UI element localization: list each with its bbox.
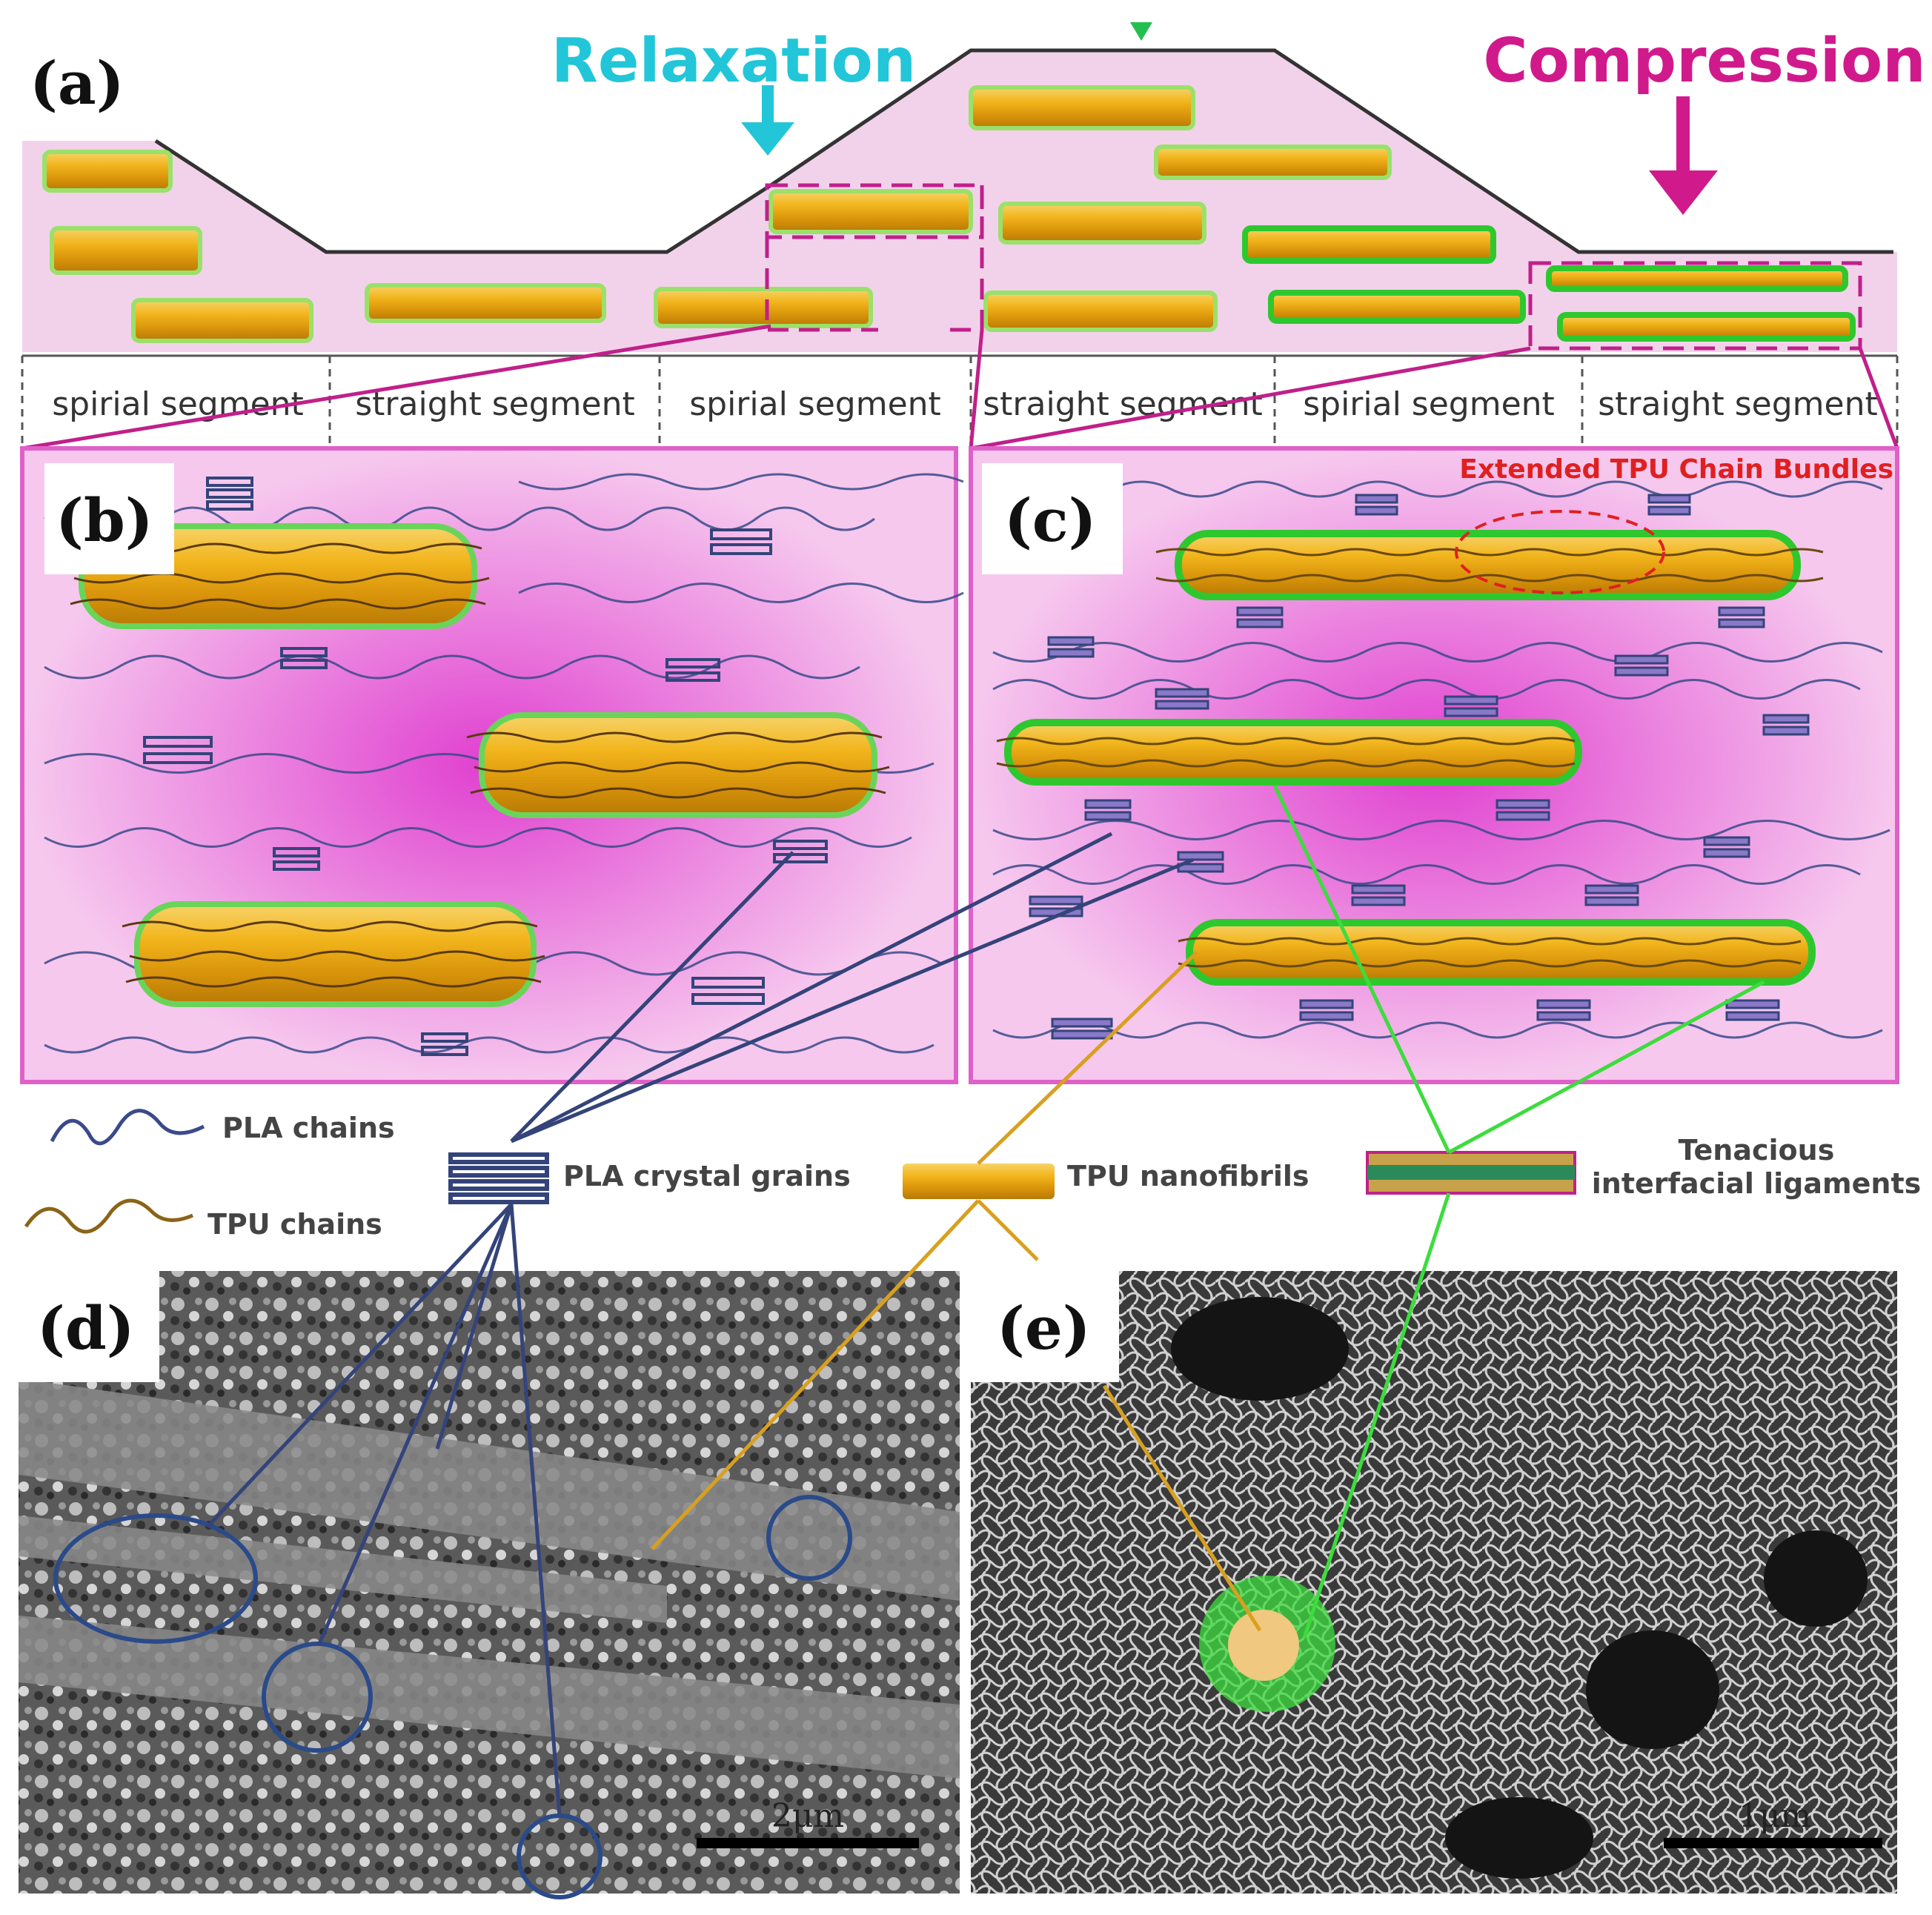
- panel-label-d: (d): [37, 1293, 135, 1363]
- callout-lines: [206, 784, 1765, 1816]
- segment-label: spirial segment: [1303, 385, 1555, 423]
- fibrils-a: [42, 85, 1856, 343]
- panel-a: spirial segment straight segment spirial…: [21, 22, 1926, 445]
- panel-label-box: [44, 463, 174, 574]
- panel-label-a: (a): [30, 48, 125, 118]
- scale-bar-e: [1664, 1838, 1882, 1848]
- legend-pla-chains: PLA chains: [222, 1112, 395, 1144]
- pla-chains-icon: [50, 1109, 205, 1146]
- segment-label: straight segment: [355, 385, 635, 423]
- scale-bar-label-d: 2μm: [771, 1797, 844, 1835]
- legend-tpu-nanofibrils: TPU nanofibrils: [1067, 1160, 1309, 1192]
- extended-tpu-chain-bundles-label: Extended TPU Chain Bundles: [1459, 454, 1893, 485]
- pla-chains-c: [992, 480, 1890, 1039]
- sem-pores-e: [1171, 1297, 1868, 1879]
- pla-crystal-grains-c: [1029, 494, 1810, 1040]
- tpu-chains-icon: [24, 1198, 193, 1234]
- compression-arrow-icon: [1649, 96, 1718, 215]
- pla-crystal-grains-b: [143, 477, 828, 1056]
- extended-chain-bundle-highlight: [1455, 510, 1665, 594]
- panel-c: Extended TPU Chain Bundles (c): [969, 446, 1899, 1084]
- panel-label-b: (b): [56, 485, 153, 555]
- legend-tpu-chains: TPU chains: [208, 1208, 382, 1241]
- legend: PLA chains TPU chains PLA crystal grains…: [24, 1109, 1921, 1241]
- panel-label-c: (c): [1004, 485, 1096, 555]
- panel-d: 2μm (d): [19, 1271, 960, 1899]
- ligament-icon: [1366, 1151, 1576, 1195]
- scale-bar-label-e: 1μm: [1739, 1797, 1811, 1835]
- tpu-nanofibrils-icon: [903, 1164, 1055, 1199]
- sem-image-e: [971, 1271, 1897, 1894]
- tpu-nanofibrils-c: [1004, 530, 1816, 986]
- pla-crystal-grains-icon: [448, 1152, 549, 1204]
- relaxation-label: Relaxation: [551, 26, 916, 96]
- segment-labels: spirial segment straight segment spirial…: [52, 385, 1878, 423]
- legend-ligaments-line1: Tenacious: [1679, 1134, 1835, 1166]
- segment-label: spirial segment: [52, 385, 304, 423]
- panel-label-box: [22, 30, 133, 111]
- zoom-connectors: [21, 324, 1899, 451]
- panel-label-box: [19, 1271, 159, 1382]
- panel-label-box: [982, 463, 1123, 574]
- deformation-profile-outline: [154, 48, 1893, 254]
- segment-label: straight segment: [1598, 385, 1878, 423]
- sem-fibers-d: [19, 1378, 960, 1779]
- segment-label: spirial segment: [689, 385, 941, 423]
- compression-label: Compression: [1483, 26, 1925, 96]
- panel-e: 1μm (e): [971, 1271, 1897, 1894]
- legend-pla-crystal-grains: PLA crystal grains: [563, 1160, 851, 1192]
- nanofibril-cross-section: [1228, 1610, 1299, 1681]
- tpu-chains-c: [996, 548, 1824, 968]
- panel-b: (b): [20, 446, 964, 1084]
- legend-ligaments-line2: interfacial ligaments: [1592, 1167, 1921, 1200]
- relaxation-arrow-icon: [741, 85, 794, 156]
- scale-bar-d: [697, 1838, 919, 1848]
- crystal-grain-markers: [53, 1495, 852, 1899]
- top-indicator-triangle: [1130, 22, 1152, 41]
- panel-label-box: [971, 1271, 1119, 1382]
- panel-label-e: (e): [997, 1293, 1091, 1363]
- tpu-chains-b: [66, 542, 890, 988]
